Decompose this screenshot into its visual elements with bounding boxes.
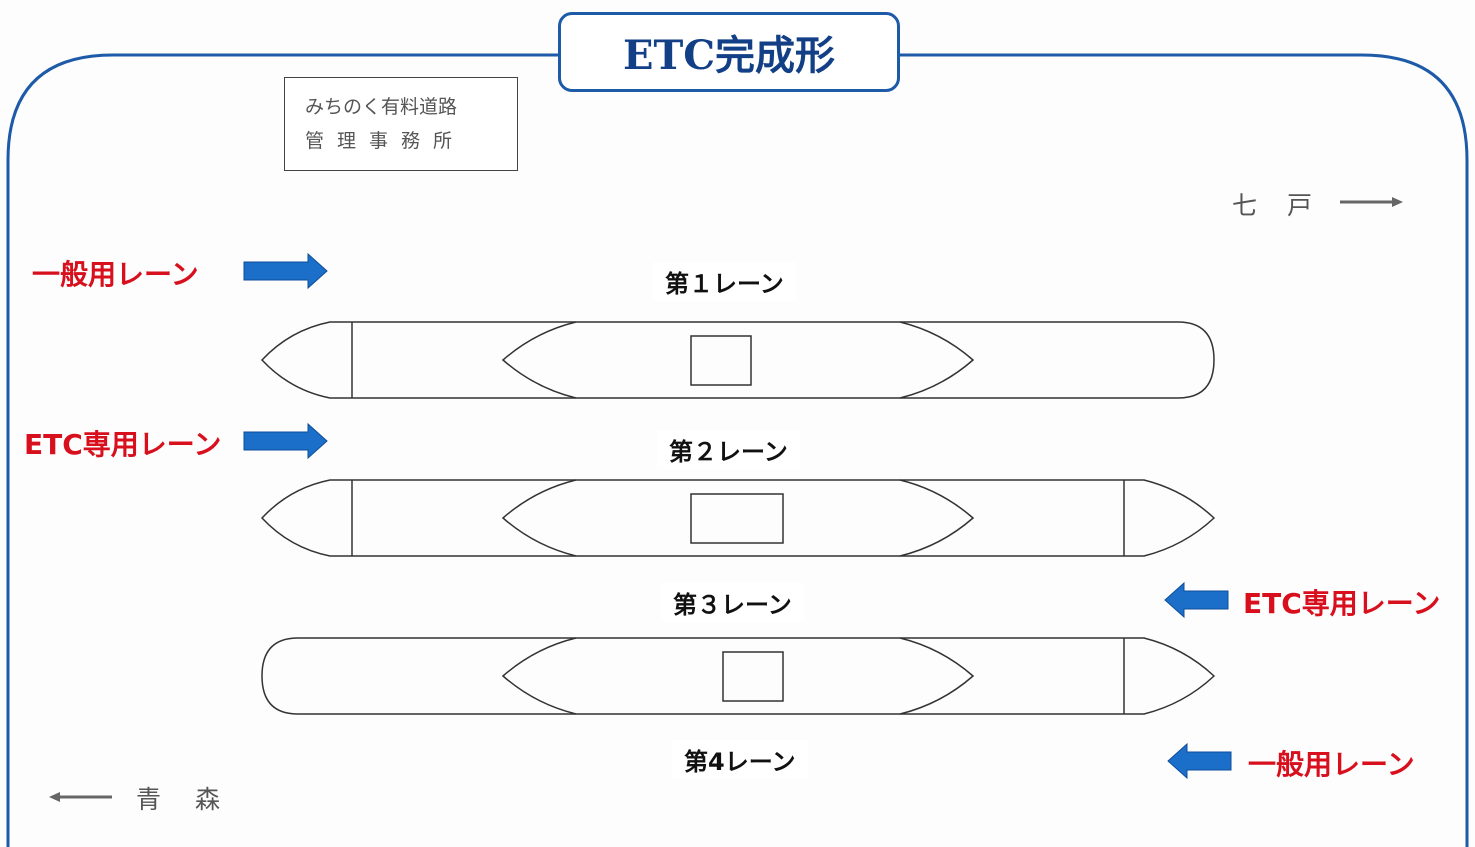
lane-2-label: 第２レーン [657,430,800,469]
island-2 [260,479,1216,557]
island-3 [261,637,1216,715]
general-lane-label-right: 一般用レーン [1248,748,1415,781]
general-lane-label-left: 一般用レーン [32,258,199,291]
blue-arrow-right-icon [243,252,328,290]
etc-lane-label-right: ETC専用レーン [1243,587,1441,620]
direction-right-label: 七戸 [1232,191,1343,220]
arrow-right-icon [1340,197,1403,207]
lane-4-label: 第4レーン [672,740,808,779]
blue-arrow-right-icon [243,422,328,460]
blue-arrow-left-icon [1164,581,1229,619]
lane-3-label: 第３レーン [661,583,804,622]
direction-left-label: 青森 [136,785,255,814]
office-line-2: 管理事務所 [305,130,466,152]
arrow-left-icon [49,792,112,802]
diagram-title: ETC完成形 [558,12,900,92]
office-label-box: みちのく有料道路 管理事務所 [284,77,518,171]
office-line-1: みちのく有料道路 [305,96,458,118]
etc-lane-label-left: ETC専用レーン [24,428,222,461]
blue-arrow-left-icon [1167,742,1232,780]
island-1 [260,321,1215,399]
lane-1-label: 第１レーン [653,262,796,301]
